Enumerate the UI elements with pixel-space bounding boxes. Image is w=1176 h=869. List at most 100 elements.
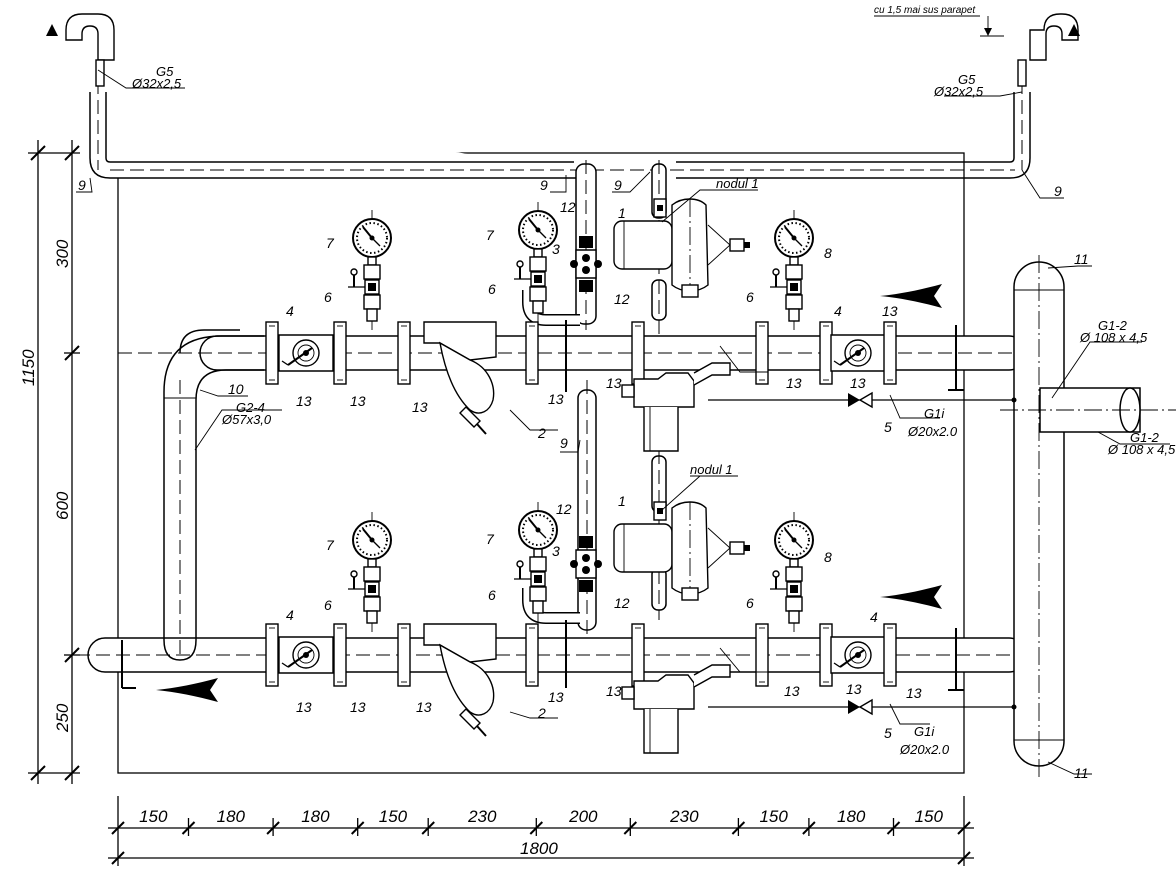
label-g12-size-top: Ø 108 x 4,5 [1079, 330, 1148, 345]
label-g1i-upper: G1i [924, 406, 945, 421]
label-g1i-size-lower: Ø20x2.0 [899, 742, 950, 757]
pos-8: 8 [824, 245, 832, 261]
pos-6: 6 [324, 597, 332, 613]
pos-12: 12 [556, 501, 572, 517]
pos-5: 5 [884, 725, 892, 741]
pos-13: 13 [606, 683, 622, 699]
pos-6: 6 [746, 289, 754, 305]
dimension-tick [957, 821, 971, 835]
pos-7: 7 [326, 235, 335, 251]
dim-v-1: 300 [53, 239, 72, 268]
dimension-tick [731, 821, 746, 835]
pos-7: 7 [486, 531, 495, 547]
pos-12: 12 [614, 595, 630, 611]
dim-h-7: 230 [669, 807, 699, 826]
dimension-tick [802, 821, 816, 835]
vent-arrow-right-icon [1068, 24, 1080, 36]
pos-3: 3 [552, 543, 560, 559]
pos-13: 13 [786, 375, 802, 391]
overall-height: 1150 [19, 349, 38, 386]
lower-gas-line [76, 501, 1060, 754]
dim-h-3: 180 [301, 807, 330, 826]
riser-g2-4 [163, 335, 264, 661]
needle-valve-upper-icon [848, 393, 860, 407]
dimension-tick [266, 821, 280, 835]
pos-12: 12 [614, 291, 630, 307]
dim-h-8: 150 [759, 807, 788, 826]
label-g24: G2-4 [236, 400, 265, 415]
label-g5-size-left: Ø32x2,5 [131, 76, 182, 91]
dimension-tick [957, 851, 971, 865]
pos-1: 1 [618, 205, 626, 221]
pos-4: 4 [870, 609, 878, 625]
dimension-tick [181, 821, 196, 835]
collector-g1-2 [1000, 255, 1176, 778]
label-g1i-size-upper: Ø20x2.0 [907, 424, 958, 439]
dim-h-9: 180 [837, 807, 866, 826]
parapet-note-text: cu 1,5 mai sus parapet [874, 5, 976, 16]
pos-13: 13 [416, 699, 432, 715]
pos-4: 4 [286, 303, 294, 319]
label-node1-upper: nodul 1 [716, 176, 759, 191]
pos-4: 4 [286, 607, 294, 623]
pos-9: 9 [1054, 183, 1062, 199]
pos-6: 6 [488, 587, 496, 603]
pos-1: 1 [618, 493, 626, 509]
label-g12-side: G1-2 [1130, 430, 1160, 445]
label-g12-size-side: Ø 108 x 4,5 [1107, 442, 1176, 457]
pos-13: 13 [548, 689, 564, 705]
dimension-tick [886, 821, 901, 835]
pos-2: 2 [537, 705, 546, 721]
dim-h-2: 180 [217, 807, 246, 826]
pos-7: 7 [486, 227, 495, 243]
impulse-lines [708, 391, 1017, 716]
dim-h-10: 150 [915, 807, 944, 826]
pos-13: 13 [350, 699, 366, 715]
dimension-tick [111, 851, 125, 865]
pos-13: 13 [296, 699, 312, 715]
parapet-note: cu 1,5 mai sus parapet [874, 5, 1004, 37]
dim-h-1: 150 [139, 807, 168, 826]
pos-7: 7 [326, 537, 335, 553]
pos-13: 13 [846, 681, 862, 697]
dim-v-3: 250 [53, 703, 72, 733]
pos-13: 13 [548, 391, 564, 407]
label-node1-lower: nodul 1 [690, 462, 733, 477]
dimension-tick [421, 821, 435, 835]
pos-13: 13 [606, 375, 622, 391]
label-g5-size-right: Ø32x2,5 [933, 84, 984, 99]
dim-v-2: 600 [53, 491, 72, 520]
label-g1i-lower: G1i [914, 724, 935, 739]
dimension-tick [529, 821, 544, 835]
leader-lines [76, 69, 1170, 775]
pos-10: 10 [228, 381, 244, 397]
pos-6: 6 [746, 595, 754, 611]
vent-arrow-left-icon [46, 24, 58, 36]
dim-h-4: 150 [379, 807, 408, 826]
pos-13: 13 [296, 393, 312, 409]
pos-4: 4 [834, 303, 842, 319]
vent-header-g5 [46, 13, 1080, 179]
dimension-tick [111, 821, 125, 835]
pos-9: 9 [540, 177, 548, 193]
pos-11: 11 [1074, 251, 1089, 267]
label-g5-right: G5 [958, 72, 976, 87]
position-numbers: 9 9 9 9 9 1 1 7 7 7 7 8 8 6 6 6 6 6 6 12… [78, 177, 1089, 781]
pos-3: 3 [552, 241, 560, 257]
pos-6: 6 [488, 281, 496, 297]
pos-11: 11 [1074, 765, 1089, 781]
pos-12: 12 [560, 199, 576, 215]
dim-h-6: 200 [568, 807, 598, 826]
pos-8: 8 [824, 549, 832, 565]
dimension-tick [623, 821, 638, 835]
pos-9: 9 [78, 177, 86, 193]
pos-13: 13 [850, 375, 866, 391]
needle-valve-lower-icon [848, 700, 860, 714]
pos-13: 13 [882, 303, 898, 319]
pos-5: 5 [884, 419, 892, 435]
overall-width: 1800 [520, 839, 558, 858]
pos-13: 13 [412, 399, 428, 415]
pos-13: 13 [784, 683, 800, 699]
